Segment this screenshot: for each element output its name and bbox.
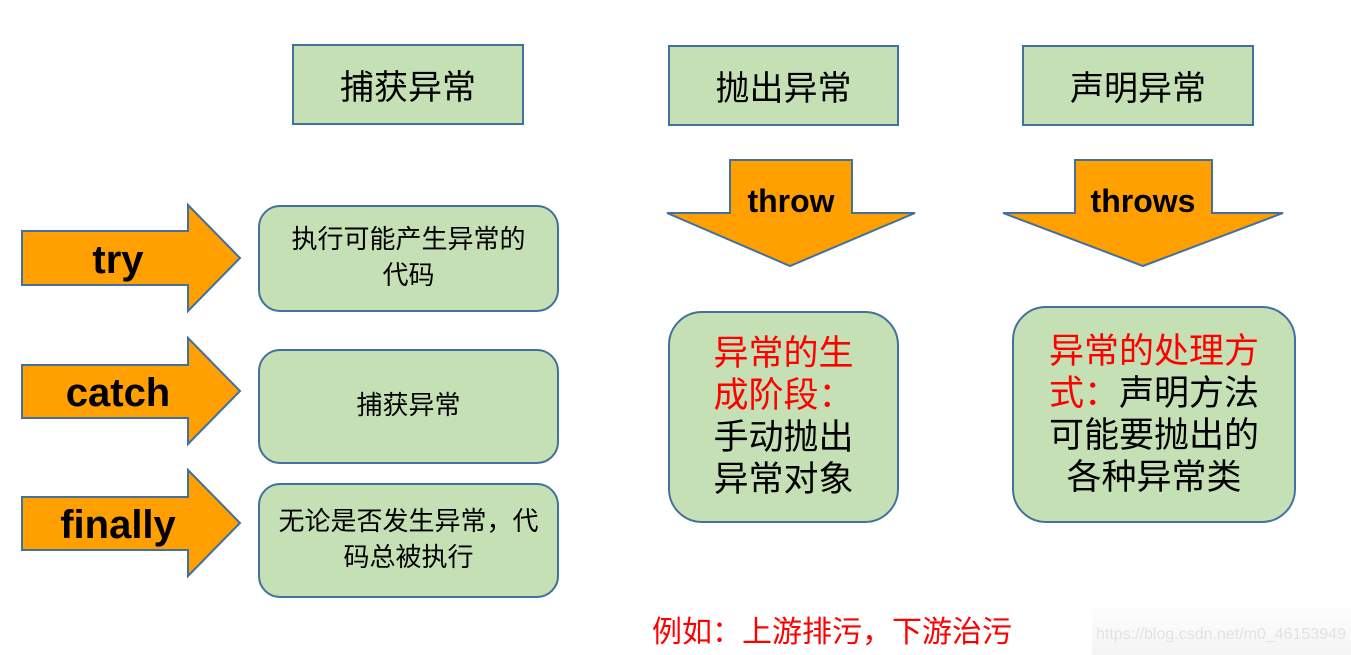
watermark-text: https://blog.csdn.net/m0_46153949 bbox=[1096, 626, 1346, 643]
throw-desc-box: 异常的生成阶段：手动抛出异常对象 bbox=[668, 311, 899, 523]
catch-arrow: catch bbox=[21, 335, 242, 447]
header-text: 捕获异常 bbox=[340, 68, 476, 108]
throw-desc-black: 手动抛出异常对象 bbox=[713, 418, 854, 500]
throws-label: throws bbox=[1091, 183, 1196, 219]
header-catch-exception: 捕获异常 bbox=[292, 44, 524, 125]
watermark: https://blog.csdn.net/m0_46153949 bbox=[1092, 600, 1351, 655]
finally-desc: 无论是否发生异常，代码总被执行 bbox=[278, 507, 539, 573]
try-label: try bbox=[92, 238, 144, 282]
catch-desc-box: 捕获异常 bbox=[258, 349, 559, 464]
catch-desc: 捕获异常 bbox=[356, 390, 461, 421]
finally-desc-box: 无论是否发生异常，代码总被执行 bbox=[258, 483, 559, 598]
try-desc: 执行可能产生异常的代码 bbox=[291, 225, 526, 291]
header-text: 抛出异常 bbox=[715, 69, 852, 109]
finally-label: finally bbox=[60, 503, 176, 547]
header-throw-exception: 抛出异常 bbox=[668, 45, 899, 126]
throw-desc-red: 异常的生成阶段： bbox=[713, 334, 854, 416]
throws-desc-black: 声明方法可能要抛出的各种异常类 bbox=[1048, 373, 1260, 498]
throws-desc-box: 异常的处理方式：声明方法可能要抛出的各种异常类 bbox=[1012, 306, 1296, 523]
try-desc-box: 执行可能产生异常的代码 bbox=[258, 205, 559, 312]
throws-arrow: throws bbox=[1002, 159, 1284, 268]
catch-label: catch bbox=[66, 371, 171, 415]
throws-desc-red: 异常的处理方式： bbox=[1048, 331, 1259, 414]
header-declare-exception: 声明异常 bbox=[1022, 45, 1254, 126]
finally-arrow: finally bbox=[21, 467, 242, 579]
try-arrow: try bbox=[21, 202, 242, 314]
throw-label: throw bbox=[747, 183, 834, 219]
throw-arrow: throw bbox=[666, 159, 916, 268]
example-note: 例如：上游排污，下游治污 bbox=[652, 615, 1012, 650]
header-text: 声明异常 bbox=[1070, 69, 1206, 109]
